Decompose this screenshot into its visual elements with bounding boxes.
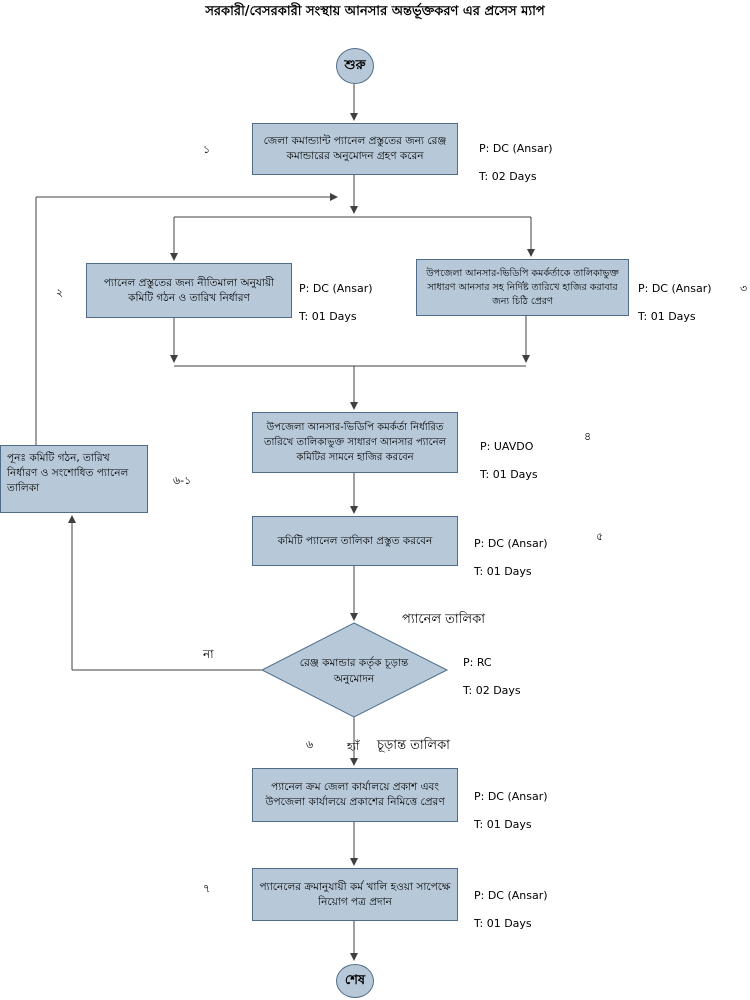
step-6-person: P: RC — [463, 656, 492, 669]
step-3-box: উপজেলা আনসার-ভিডিপি কমর্কর্তাকে তালিকাভু… — [416, 259, 629, 316]
step-4-time: T: 01 Days — [480, 468, 538, 481]
step-2-person: P: DC (Ansar) — [299, 282, 373, 295]
step-6-1-number: ৬-১ — [173, 474, 192, 487]
step-5-person: P: DC (Ansar) — [474, 537, 548, 550]
step-2-time: T: 01 Days — [299, 310, 357, 323]
step-7-time: T: 01 Days — [474, 917, 532, 930]
step-1-time: T: 02 Days — [479, 170, 537, 183]
yes-label: হ্যাঁ — [347, 740, 360, 753]
end-node: শেষ — [336, 964, 374, 998]
step-5-text: কমিটি প্যানেল তালিকা প্রস্তুত করবেন — [277, 534, 433, 547]
step-5-box: কমিটি প্যানেল তালিকা প্রস্তুত করবেন — [252, 516, 458, 566]
step-7-number: ৭ — [203, 882, 211, 895]
step-2-number: ২ — [56, 286, 64, 299]
step-1-text: জেলা কমান্ড্যান্ট প্যানেল প্রস্তুতের জন্… — [263, 135, 447, 162]
step-5-meta: P: DC (Ansar) T: 01 Days — [474, 523, 548, 593]
step-6-text: রেঞ্জ কমান্ডার কর্তৃক চূড়ান্ত অনুমোদন — [299, 657, 409, 685]
end-label: শেষ — [344, 972, 366, 988]
step-7a-person: P: DC (Ansar) — [474, 790, 548, 803]
step-1-number: ১ — [203, 143, 211, 156]
panel-list-label: প্যানেল তালিকা — [402, 612, 485, 627]
step-2-box: প্যানেল প্রস্তুতের জন্য নীতিমালা অনুযায়… — [86, 263, 292, 318]
step-6-time: T: 02 Days — [463, 684, 521, 697]
step-7a-meta: P: DC (Ansar) T: 01 Days — [474, 776, 548, 846]
step-4-person: P: UAVDO — [480, 440, 534, 453]
step-6-1-text: পূনঃ কমিটি গঠন, তারিখ নির্ধারণ ও সংশোধিত… — [7, 452, 129, 494]
step-1-meta: P: DC (Ansar) T: 02 Days — [479, 128, 553, 198]
step-7a-text: প্যানেল ক্রম জেলা কার্যালয়ে প্রকাশ এবং … — [265, 781, 445, 808]
step-5-time: T: 01 Days — [474, 565, 532, 578]
step-4-box: উপজেলা আনসার-ভিডিপি কমর্কর্তা নির্ধারিত … — [252, 412, 458, 473]
decision-diamond — [260, 622, 449, 718]
step-4-number: ৪ — [584, 430, 592, 443]
step-3-person: P: DC (Ansar) — [638, 282, 712, 295]
step-6-meta: P: RC T: 02 Days — [463, 642, 521, 712]
step-1-box: জেলা কমান্ড্যান্ট প্যানেল প্রস্তুতের জন্… — [252, 123, 458, 175]
step-7a-box: প্যানেল ক্রম জেলা কার্যালয়ে প্রকাশ এবং … — [252, 768, 458, 822]
no-label: না — [203, 647, 214, 661]
step-2-meta: P: DC (Ansar) T: 01 Days — [299, 268, 373, 338]
step-6-1-box: পূনঃ কমিটি গঠন, তারিখ নির্ধারণ ও সংশোধিত… — [0, 445, 148, 513]
step-7a-time: T: 01 Days — [474, 818, 532, 831]
page-title: সরকারী/বেসরকারী সংস্থায় আনসার অন্তর্ভূক… — [205, 4, 545, 19]
step-4-meta: P: UAVDO T: 01 Days — [480, 426, 538, 496]
step-7-meta: P: DC (Ansar) T: 01 Days — [474, 875, 548, 945]
step-6-number: ৬ — [306, 738, 314, 751]
step-4-text: উপজেলা আনসার-ভিডিপি কমর্কর্তা নির্ধারিত … — [263, 422, 447, 463]
step-5-number: ৫ — [596, 530, 604, 543]
start-node: শুরু — [336, 48, 374, 84]
start-label: শুরু — [344, 57, 366, 73]
step-3-time: T: 01 Days — [638, 310, 696, 323]
step-2-text: প্যানেল প্রস্তুতের জন্য নীতিমালা অনুযায়… — [103, 276, 275, 304]
step-1-person: P: DC (Ansar) — [479, 142, 553, 155]
step-7-text: প্যানেলের ক্রমানুযায়ী কর্ম খালি হওয়া স… — [259, 880, 451, 908]
step-7-person: P: DC (Ansar) — [474, 889, 548, 902]
step-3-text: উপজেলা আনসার-ভিডিপি কমর্কর্তাকে তালিকাভু… — [426, 267, 619, 307]
step-3-number: ৩ — [740, 282, 748, 295]
step-7-box: প্যানেলের ক্রমানুযায়ী কর্ম খালি হওয়া স… — [252, 868, 458, 921]
final-list-label: চূড়ান্ত তালিকা — [377, 738, 450, 753]
step-3-meta: P: DC (Ansar) T: 01 Days — [638, 268, 712, 338]
